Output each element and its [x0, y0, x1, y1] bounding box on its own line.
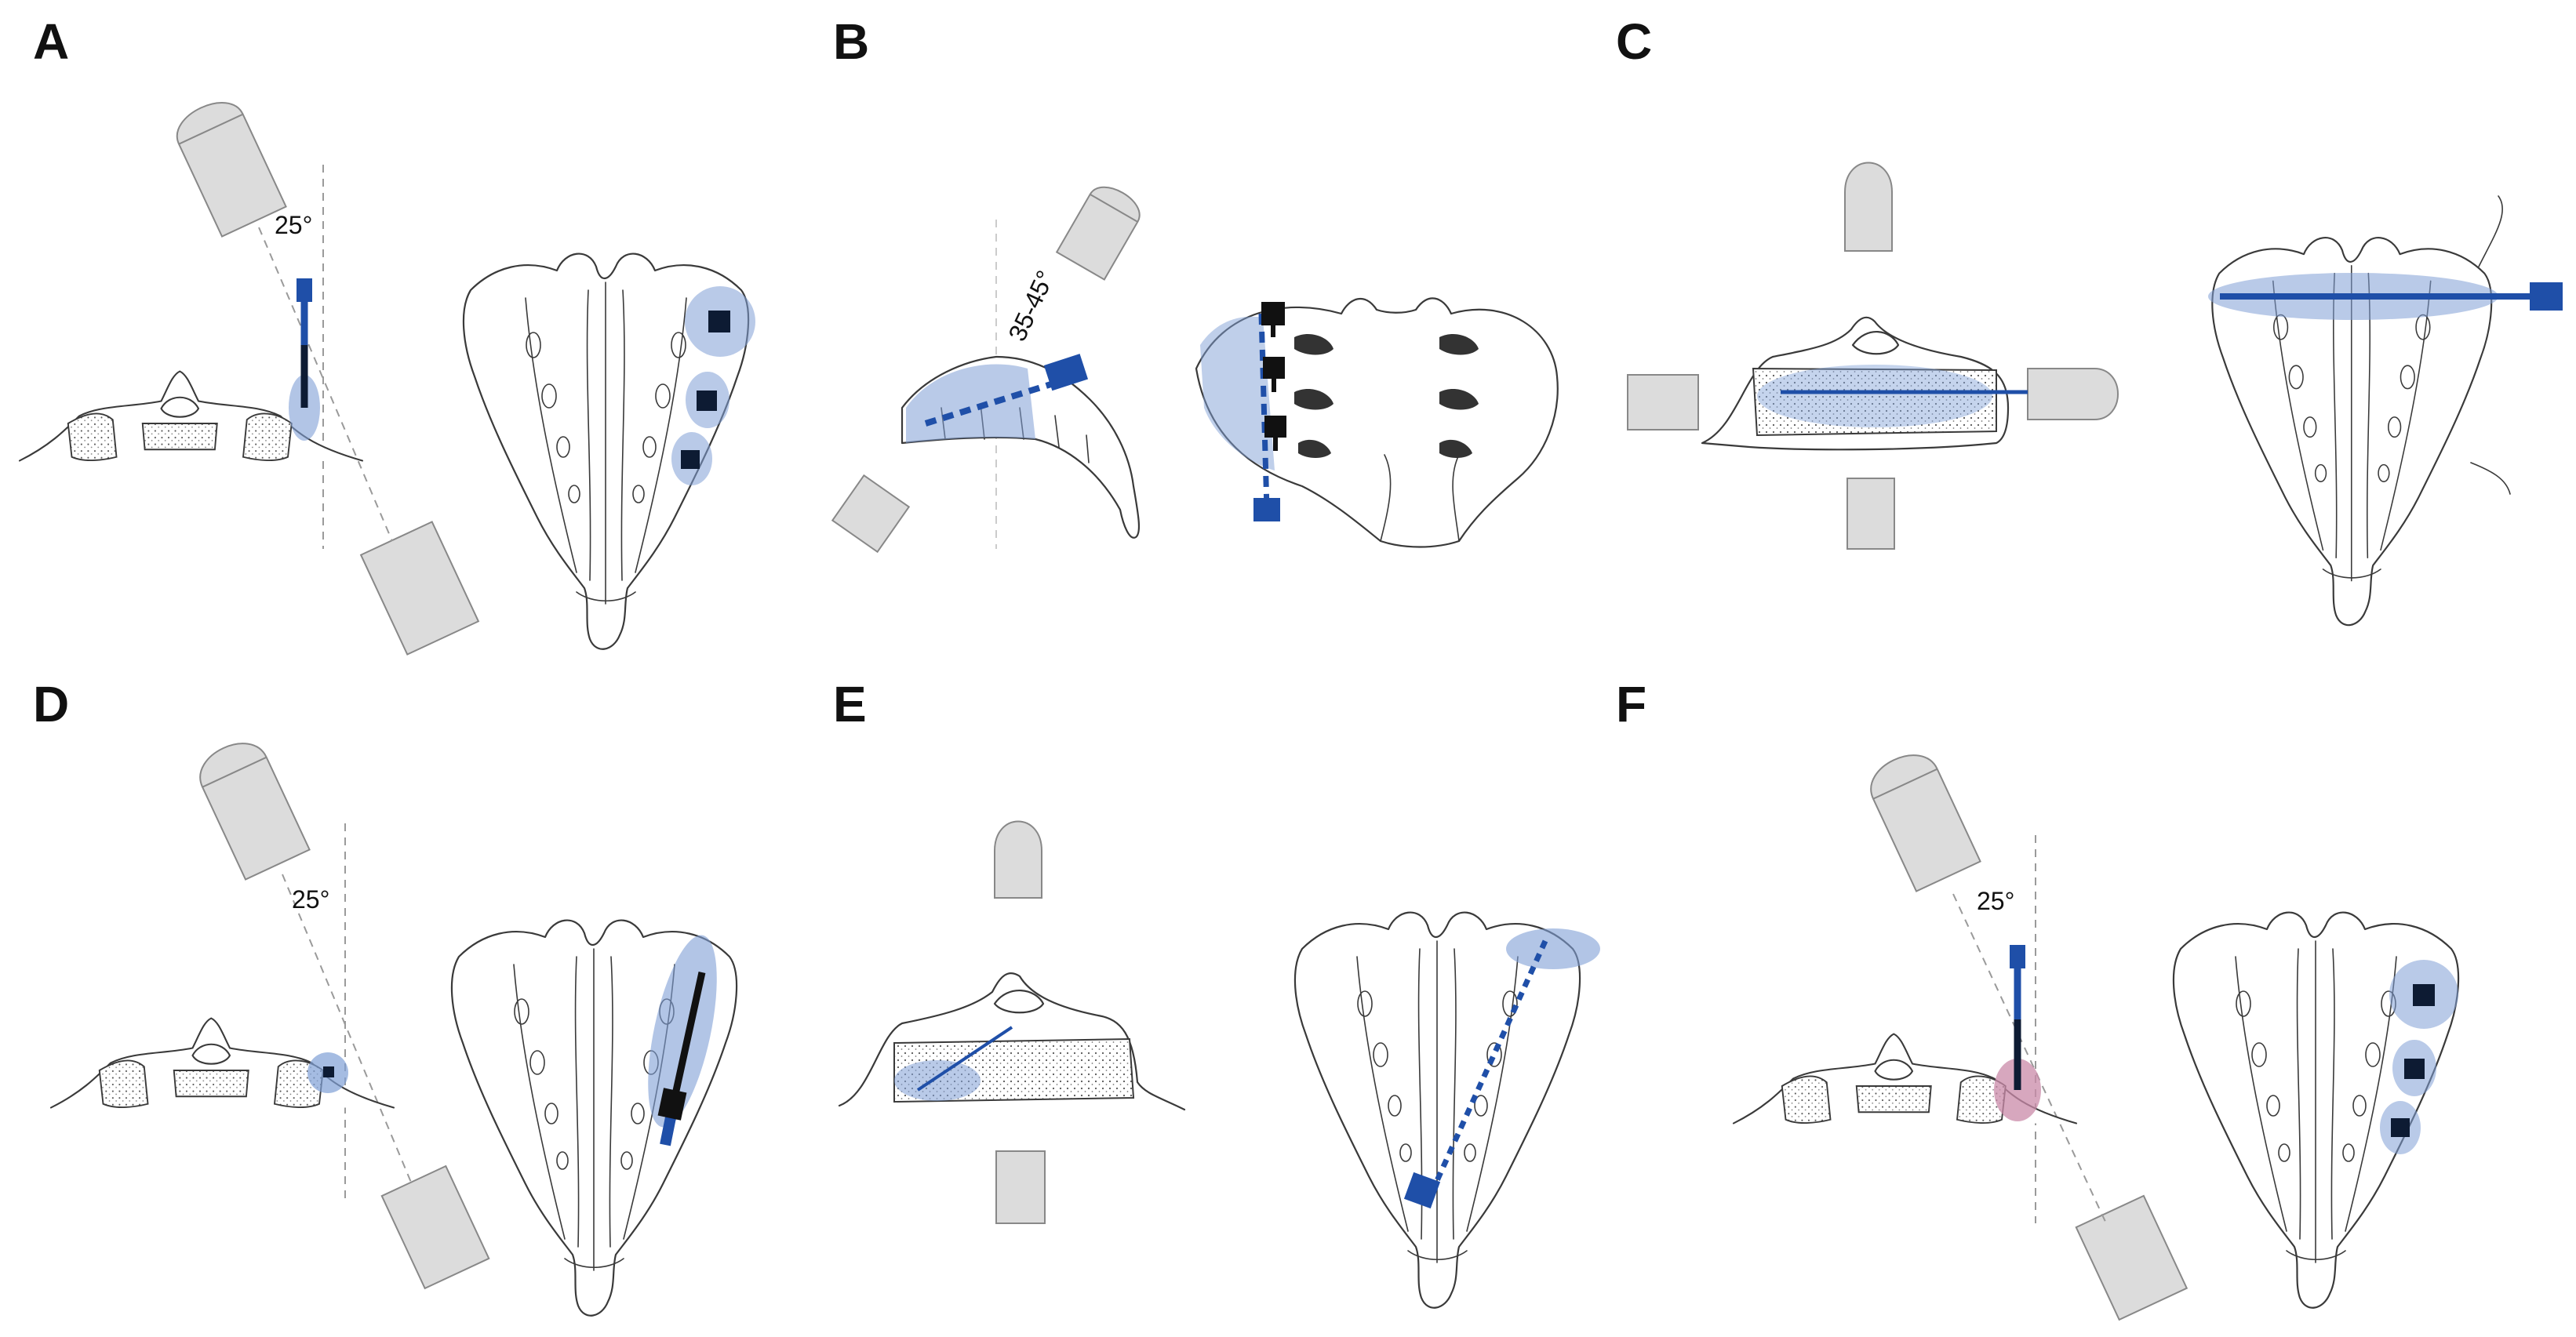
needle-target-square-icon — [708, 311, 730, 332]
probe-icon — [1844, 162, 1893, 252]
panel-a: A 25° — [18, 13, 755, 656]
injectate-spread — [1506, 928, 1600, 969]
probe-icon — [831, 474, 911, 554]
panel-label-c: C — [1616, 13, 1652, 70]
needle — [1432, 939, 1548, 1186]
needle-target-square-icon — [2404, 1059, 2425, 1079]
probe-icon — [994, 820, 1042, 899]
panel-label-a: A — [33, 13, 69, 70]
probe-icon — [1846, 478, 1895, 550]
angle-label-d: 25° — [292, 885, 329, 914]
panel-c: C — [1616, 13, 2563, 627]
panel-label-f: F — [1616, 676, 1646, 732]
injectate-spread — [894, 1060, 981, 1101]
panel-e: E — [833, 676, 1600, 1309]
probe-icon — [199, 743, 311, 881]
panel-d: D 25° — [33, 676, 738, 1317]
probe-icon — [2075, 1194, 2189, 1321]
probe-icon — [380, 1164, 490, 1290]
angle-label-b: 35-45° — [1002, 266, 1060, 345]
probe-icon — [2027, 368, 2119, 420]
probe-icon — [995, 1150, 1046, 1224]
angle-label-a: 25° — [275, 211, 312, 239]
injectate-spread — [1757, 365, 1992, 427]
injectate-spread — [1200, 316, 1275, 470]
panel-label-b: B — [833, 13, 869, 70]
angle-label-f: 25° — [1977, 887, 2014, 915]
needle — [924, 381, 1053, 427]
panel-label-d: D — [33, 676, 69, 732]
panel-b: B 35-45° — [831, 13, 1559, 554]
needle — [1258, 313, 1270, 510]
needle-target-square-icon — [681, 450, 700, 469]
needle-target-square-icon — [697, 391, 717, 411]
probe-icon — [359, 521, 480, 656]
injectate-spread — [906, 364, 1035, 443]
needle — [916, 1026, 1013, 1092]
probe-icon — [1055, 186, 1141, 281]
probe-icon — [1870, 754, 1981, 892]
panel-f: F 25° — [1616, 676, 2460, 1321]
sacral-foramina — [1294, 333, 1479, 458]
probe-icon — [176, 102, 287, 238]
needle — [671, 972, 706, 1099]
needle-target-square-icon — [2413, 984, 2435, 1006]
needle-target-square-icon — [2391, 1118, 2410, 1137]
panel-label-e: E — [833, 676, 867, 732]
probe-icon — [1627, 374, 1699, 431]
